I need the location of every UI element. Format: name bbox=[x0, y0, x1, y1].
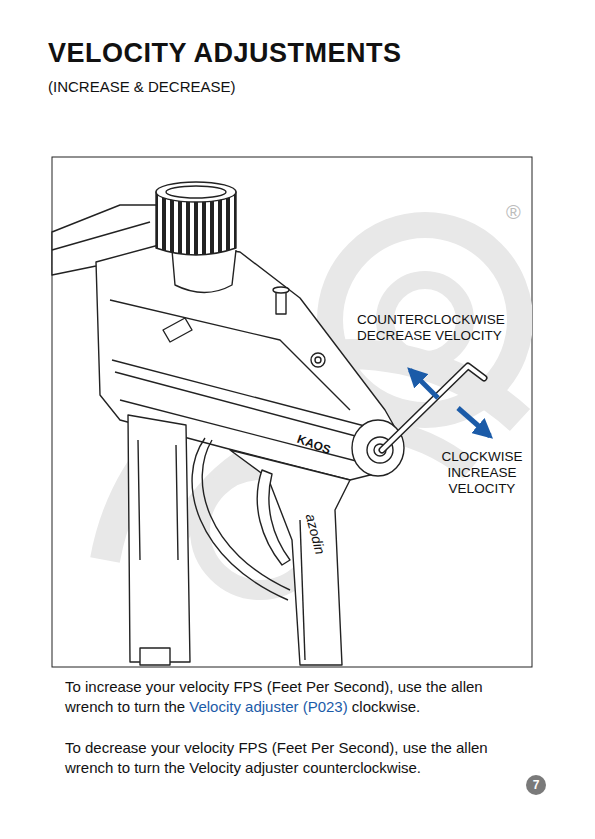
callout-text: CLOCKWISE INCREASE VELOCITY bbox=[436, 449, 528, 498]
subtitle: (INCREASE & DECREASE) bbox=[48, 78, 236, 96]
page-number: 7 bbox=[533, 778, 540, 792]
direction-arrow bbox=[410, 370, 490, 436]
paintball-marker bbox=[52, 182, 484, 665]
figure-frame bbox=[52, 157, 532, 667]
body-text: clockwise. bbox=[348, 698, 421, 715]
part-reference: Velocity adjuster (P023) bbox=[185, 698, 348, 715]
callout-text: COUNTERCLOCKWISE DECREASE VELOCITY bbox=[357, 312, 527, 344]
trademark-mark: ® bbox=[506, 200, 521, 224]
body-paragraph: To increase your velocity FPS (Feet Per … bbox=[65, 677, 535, 718]
page-title: VELOCITY ADJUSTMENTS bbox=[48, 38, 402, 69]
body-text: To decrease your velocity FPS (Feet Per … bbox=[65, 738, 535, 779]
page-number-badge: 7 bbox=[526, 775, 546, 795]
